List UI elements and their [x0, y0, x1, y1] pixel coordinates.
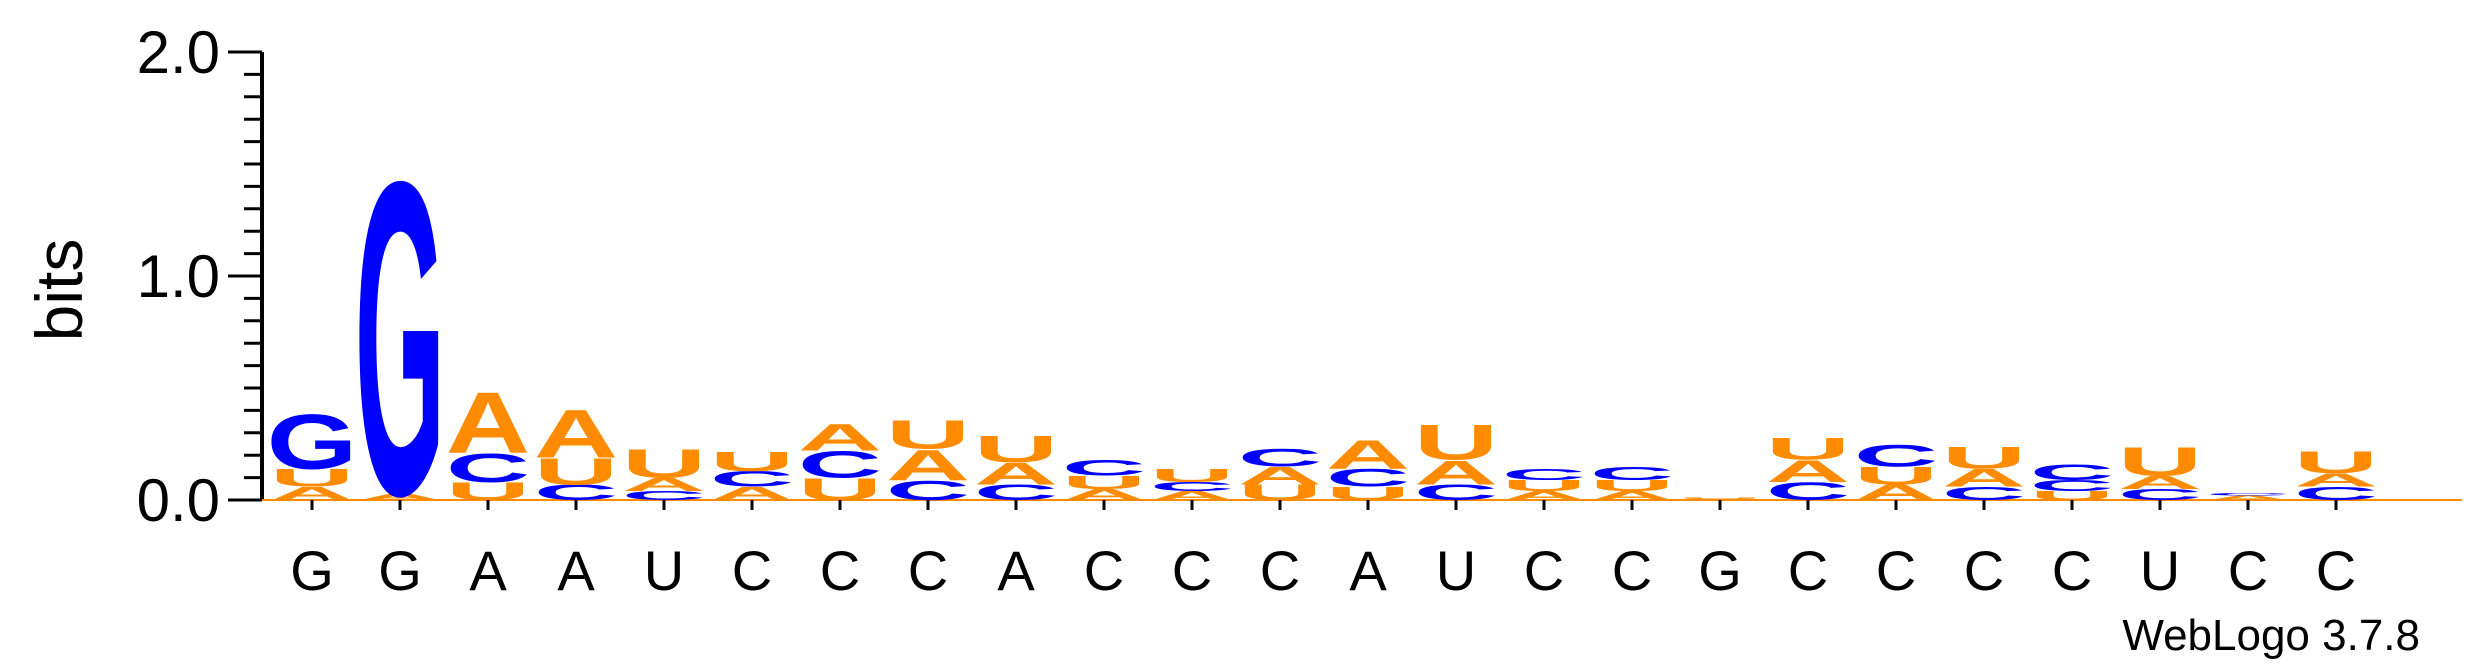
logo-letter-C: C — [1590, 463, 1674, 484]
logo-letter-A: A — [2206, 494, 2290, 501]
logo-letter-U: U — [534, 451, 618, 493]
logo-letter-A: A — [1326, 432, 1410, 478]
logo-letter-A: A — [1678, 499, 1762, 501]
x-tick-label: G — [290, 539, 334, 602]
logo-letter-U: U — [2118, 439, 2202, 485]
x-tick-label: A — [557, 539, 595, 602]
x-tick-label: C — [908, 539, 948, 602]
logo-letter-A: A — [358, 491, 442, 502]
logo-letter-U: U — [886, 412, 970, 458]
y-tick-label: 1.0 — [137, 243, 220, 310]
x-tick-label: C — [1788, 539, 1828, 602]
x-tick-label: U — [1436, 539, 1476, 602]
x-tick-label: G — [1698, 539, 1742, 602]
x-tick-label: A — [469, 539, 507, 602]
logo-letter-C: C — [2206, 493, 2290, 496]
y-tick-label: 0.0 — [137, 467, 220, 534]
weblogo-credit: WebLogo 3.7.8 — [2122, 611, 2420, 660]
logo-letter-G: G — [355, 90, 446, 589]
logo-letter-C: C — [1150, 480, 1234, 494]
x-tick-label: C — [1876, 539, 1916, 602]
x-tick-label: C — [820, 539, 860, 602]
x-tick-label: C — [1524, 539, 1564, 602]
logo-letter-A: A — [1590, 489, 1674, 503]
x-tick-label: U — [2140, 539, 2180, 602]
logo-letter-A: A — [974, 456, 1058, 491]
x-tick-label: C — [1964, 539, 2004, 602]
x-tick-label: U — [644, 539, 684, 602]
x-tick-label: C — [2052, 539, 2092, 602]
logo-letter-C: C — [622, 489, 706, 503]
logo-letter-C: C — [2118, 486, 2202, 503]
logo-letter-A: A — [710, 483, 794, 504]
logo-letter-U: U — [1062, 472, 1146, 493]
x-tick-label: C — [1172, 539, 1212, 602]
logo-letter-U: U — [2294, 445, 2378, 480]
y-axis-label: bits — [22, 239, 96, 342]
logo-letter-U: U — [1854, 462, 1938, 490]
logo-letter-U: U — [1678, 497, 1762, 499]
logo-letter-U: U — [270, 464, 354, 492]
y-tick-label: 2.0 — [137, 19, 220, 86]
logo-letter-A: A — [1150, 489, 1234, 503]
logo-letter-U: U — [1942, 441, 2026, 476]
y-axis: 0.0 1.0 2.0 — [137, 19, 264, 534]
x-tick-label: C — [2228, 539, 2268, 602]
logo-letter-U: U — [2030, 489, 2114, 503]
logo-letter-A: A — [798, 417, 882, 459]
logo-letter-C: C — [1502, 466, 1586, 483]
logo-letter-U: U — [974, 429, 1058, 471]
logo-letter-A: A — [1238, 462, 1322, 490]
x-tick-label: C — [732, 539, 772, 602]
logo-letter-A: A — [1414, 454, 1498, 492]
x-tick-label: G — [378, 539, 422, 602]
x-tick-label: C — [2316, 539, 2356, 602]
logo-letter-C: C — [1326, 464, 1410, 492]
logo-letter-A: A — [270, 483, 354, 504]
logo-letter-C: C — [1238, 444, 1322, 472]
logo-letter-A: A — [2294, 469, 2378, 490]
logo-letter-U: U — [622, 441, 706, 487]
logo-letter-A: A — [446, 374, 530, 472]
logo-letter-C: C — [2294, 483, 2378, 504]
logo-letter-C: C — [1854, 439, 1938, 474]
logo-letter-C: C — [2030, 460, 2114, 485]
logo-letter-U: U — [1766, 432, 1850, 467]
x-tick-label: C — [1612, 539, 1652, 602]
logo-letter-A: A — [622, 474, 706, 495]
logo-letter-A: A — [1062, 486, 1146, 503]
logo-letter-C: C — [1942, 483, 2026, 504]
logo-letter-G: G — [267, 399, 358, 486]
x-tick-label: C — [1260, 539, 1300, 602]
logo-letter-C: C — [1062, 456, 1146, 481]
logo-letter-C: C — [798, 444, 882, 486]
logo-letter-C: C — [710, 467, 794, 492]
x-tick-label: A — [997, 539, 1035, 602]
logo-letter-C: C — [446, 445, 530, 491]
logo-letter-A: A — [1942, 464, 2026, 492]
x-tick-label: A — [1349, 539, 1387, 602]
logo-letter-U: U — [710, 445, 794, 477]
logo-letter-A: A — [534, 396, 618, 473]
logo-letter-U: U — [1590, 477, 1674, 494]
logo-letter-U: U — [1326, 483, 1410, 504]
logo-letter-A: A — [1502, 489, 1586, 503]
logo-letter-A: A — [1766, 454, 1850, 489]
logo-letter-U: U — [1502, 477, 1586, 494]
logo-letter-U: U — [1150, 465, 1234, 486]
logo-letter-A: A — [2118, 472, 2202, 493]
logo-letter-U: U — [1414, 415, 1498, 471]
logo-letter-A: A — [886, 440, 970, 489]
x-tick-label: C — [1084, 539, 1124, 602]
logo-letter-C: C — [2030, 477, 2114, 494]
